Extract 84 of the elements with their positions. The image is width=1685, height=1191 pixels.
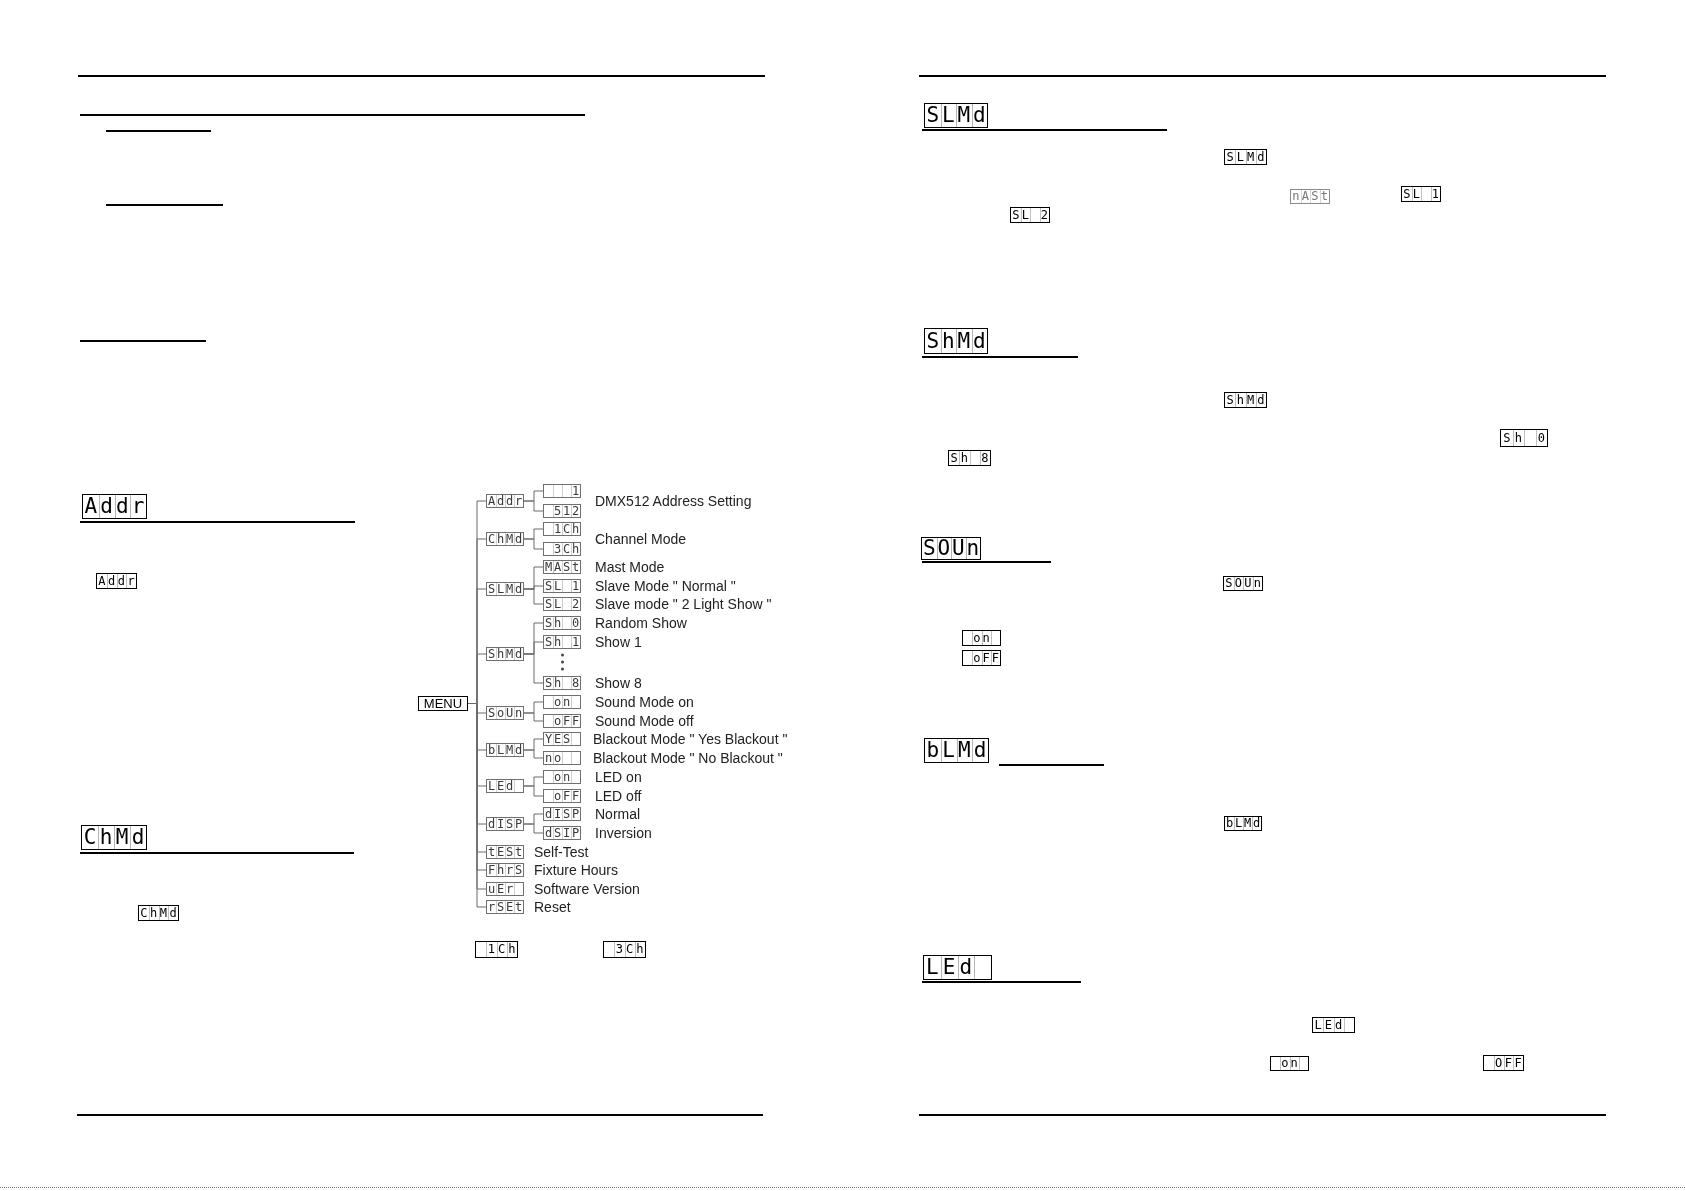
lcd-display: on [543, 695, 581, 709]
menu-item-description: Sound Mode on [595, 694, 694, 710]
menu-item-description: Reset [534, 899, 571, 915]
lcd-display: dISP [543, 807, 581, 821]
lcd-display: Sh 8 [543, 676, 581, 690]
lcd-display: SLMd [1224, 149, 1267, 165]
lcd-display: oFF [962, 650, 1001, 666]
menu-item-description: LED off [595, 788, 642, 804]
lcd-display: SoUn [486, 706, 524, 720]
lcd-display: dSIP [543, 826, 581, 840]
menu-item-description: Slave mode " 2 Light Show " [595, 596, 772, 612]
lcd-display: Addr [96, 573, 137, 589]
lcd-display: LEd [1312, 1017, 1355, 1033]
lcd-display: on [1270, 1056, 1309, 1071]
menu-item-description: Self-Test [534, 844, 589, 860]
lcd-display: Sh 0 [543, 616, 581, 630]
tree-connector [523, 653, 544, 684]
lcd-display: 3Ch [543, 542, 581, 556]
lcd-display: SL 1 [1401, 186, 1441, 202]
lcd-display: on [962, 630, 1001, 646]
menu-item-description: Normal [595, 806, 641, 822]
tree-connector [523, 712, 544, 722]
lcd-display: uEr [486, 882, 524, 896]
lcd-display: bLMd [924, 738, 989, 763]
menu-group-description: Channel Mode [595, 531, 687, 547]
menu-item-description: Random Show [595, 615, 687, 631]
lcd-display: ChMd [486, 532, 524, 546]
tree-connector [523, 823, 544, 834]
lcd-display: SOUn [921, 537, 981, 560]
lcd-display: SL 2 [1010, 207, 1050, 223]
lcd-display: 3Ch [603, 941, 646, 958]
lcd-display: bLMd [486, 743, 524, 757]
lcd-display: bLMd [1224, 816, 1262, 831]
lcd-display: no [543, 751, 581, 765]
lcd-display: on [543, 770, 581, 784]
tree-connector [523, 785, 544, 797]
lcd-display: Sh 8 [948, 450, 991, 466]
lcd-display: MASt [543, 560, 581, 574]
lcd-display: ShMd [924, 328, 988, 354]
menu-item-description: Show 1 [595, 634, 642, 650]
tree-connector [523, 538, 544, 550]
menu-item-description: Sound Mode off [595, 713, 694, 729]
lcd-display: FhrS [486, 863, 524, 877]
lcd-display: ChMd [138, 905, 179, 921]
lcd-display: 1Ch [543, 522, 581, 536]
tree-connector [523, 500, 544, 512]
lcd-display: ShMd [1224, 392, 1267, 408]
lcd-display: Sh 1 [543, 635, 581, 649]
lcd-display: SOUn [1223, 576, 1263, 591]
menu-item-description: Blackout Mode " Yes Blackout " [593, 731, 788, 747]
lcd-display: LEd [923, 955, 992, 980]
menu-root-box: MENU [418, 696, 468, 711]
menu-item-description: Blackout Mode " No Blackout " [593, 750, 783, 766]
menu-item-description: Mast Mode [595, 559, 665, 575]
lcd-display: YES [543, 732, 581, 746]
menu-item-description: Show 8 [595, 675, 642, 691]
lcd-display: tESt [486, 845, 524, 859]
menu-item-description: Software Version [534, 881, 640, 897]
lcd-display: dISP [486, 817, 524, 831]
lcd-display: 1 [543, 484, 581, 498]
lcd-display: SL 2 [543, 597, 581, 611]
lcd-display: oFF [543, 714, 581, 728]
tree-connector [523, 588, 544, 605]
lcd-display: SLMd [486, 582, 524, 596]
lcd-display: nASt [1290, 189, 1330, 204]
lcd-display: SLMd [924, 103, 988, 128]
menu-item-description: Slave Mode " Normal " [595, 578, 736, 594]
lcd-display: rSEt [486, 900, 524, 914]
lcd-display: LEd [486, 779, 524, 793]
lcd-display: Sh 0 [1500, 429, 1548, 447]
lcd-display: OFF [1483, 1055, 1524, 1071]
menu-item-description: Inversion [595, 825, 652, 841]
menu-item-description: LED on [595, 769, 642, 785]
lcd-display: ShMd [486, 647, 524, 661]
menu-item-description: Fixture Hours [534, 862, 619, 878]
lcd-display: 512 [543, 504, 581, 518]
lcd-display: 1Ch [475, 941, 518, 958]
lcd-display: Addr [82, 494, 147, 519]
lcd-display: Addr [486, 494, 524, 508]
lcd-display: ChMd [81, 825, 147, 850]
menu-group-description: DMX512 Address Setting [595, 493, 752, 509]
tree-connector [523, 749, 544, 759]
lcd-display: oFF [543, 789, 581, 803]
lcd-display: SL 1 [543, 579, 581, 593]
